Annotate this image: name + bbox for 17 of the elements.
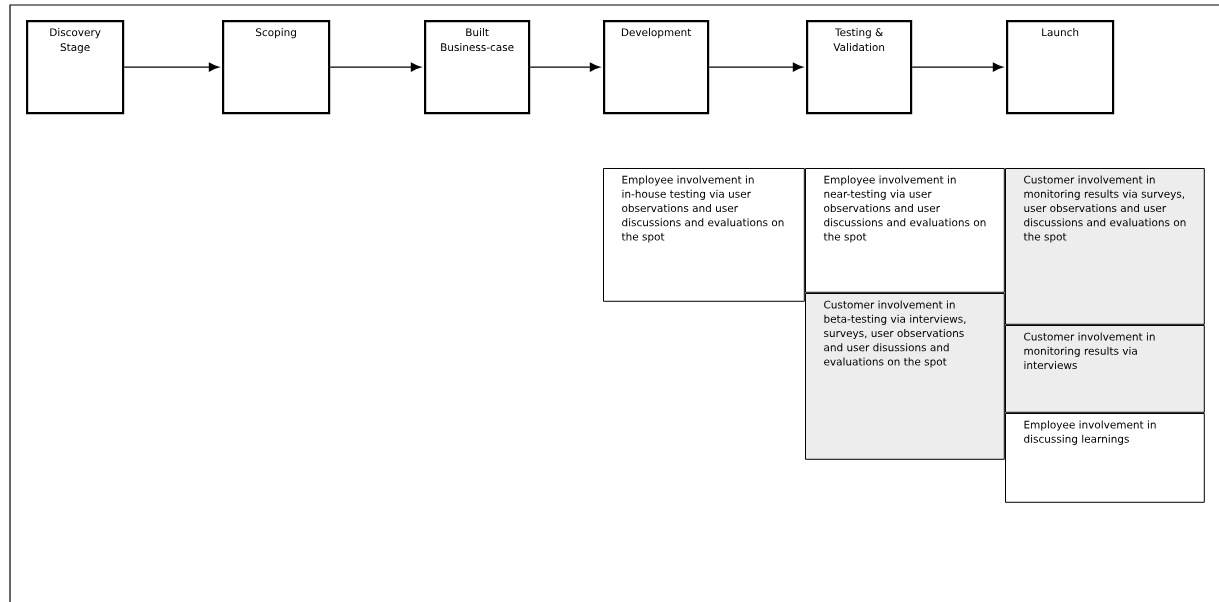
arrow: [911, 62, 1003, 72]
process-box: Discovery Stage: [26, 20, 125, 115]
arrow: [123, 62, 219, 72]
arrow: [529, 62, 600, 72]
arrow: [708, 62, 803, 72]
arrow: [329, 62, 421, 72]
process-box: Development: [603, 20, 710, 115]
activity-cell: Employee involvement in in-house testing via user observations and user discussions and evaluations on the spot: [603, 168, 805, 302]
process-box: Testing & Validation: [806, 20, 913, 115]
activity-cell: Customer involvement in monitoring results via surveys, user observations and user discussions and evaluations on the spot: [1005, 168, 1205, 325]
process-box: Scoping: [222, 20, 331, 115]
process-box: Built Business-case: [424, 20, 531, 115]
process-box: Launch: [1006, 20, 1115, 115]
activity-cell: Customer involvement in beta-testing via interviews, surveys, user observations and user disussions and evaluations on the spot: [805, 293, 1005, 460]
activity-cell: Customer involvement in monitoring results via interviews: [1005, 325, 1205, 413]
activity-cell: Employee involvement in near-testing via user observations and user discussions and evaluations on the spot: [805, 168, 1005, 293]
activity-cell: Employee involvement in discussing learnings: [1005, 413, 1205, 503]
